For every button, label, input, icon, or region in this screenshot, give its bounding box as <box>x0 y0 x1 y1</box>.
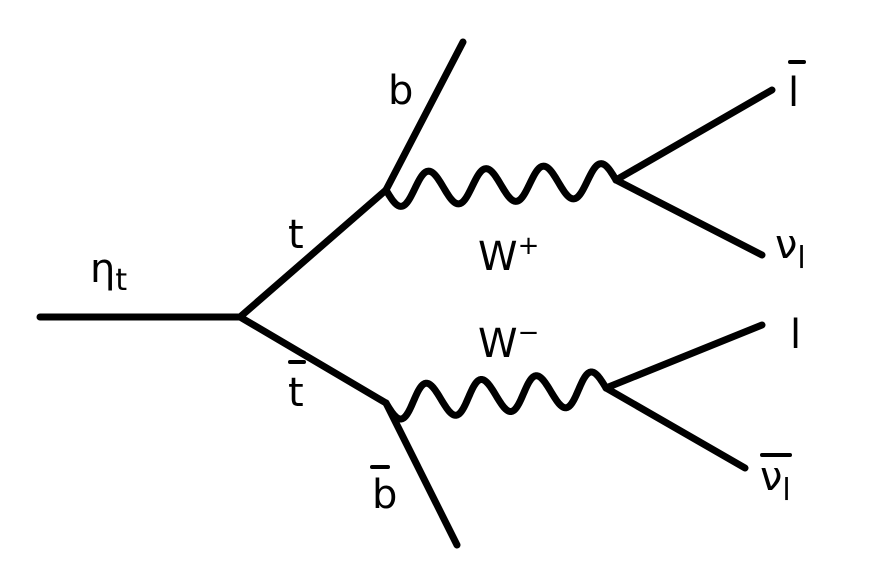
svg-text:b: b <box>372 472 397 518</box>
w-minus-boson-line <box>382 368 610 423</box>
b-quark-line <box>382 38 467 194</box>
svg-text:l: l <box>788 70 799 116</box>
w-plus-label: W+ <box>478 231 539 280</box>
neutrino-label: νl <box>775 222 806 276</box>
lepton-label: l <box>790 312 801 358</box>
antib-label: b <box>370 465 397 518</box>
lepton-line <box>602 321 766 392</box>
svg-text:t: t <box>288 370 304 416</box>
antineutrino-line <box>602 384 749 472</box>
b-label: b <box>388 68 413 114</box>
w-minus-label: W− <box>478 318 539 367</box>
antineutrino-label: νl <box>760 453 792 508</box>
antilepton-label: l <box>788 60 806 116</box>
top-propagator <box>236 186 390 321</box>
antilepton-line <box>612 86 776 184</box>
svg-text:νl: νl <box>760 454 791 508</box>
eta-label: ηt <box>90 246 127 298</box>
top-label: t <box>288 212 304 258</box>
w-plus-boson-line <box>382 160 620 210</box>
neutrino-line <box>612 176 766 259</box>
antitop-propagator <box>236 313 390 407</box>
antib-quark-line <box>382 399 461 549</box>
antitop-label: t <box>288 360 306 416</box>
